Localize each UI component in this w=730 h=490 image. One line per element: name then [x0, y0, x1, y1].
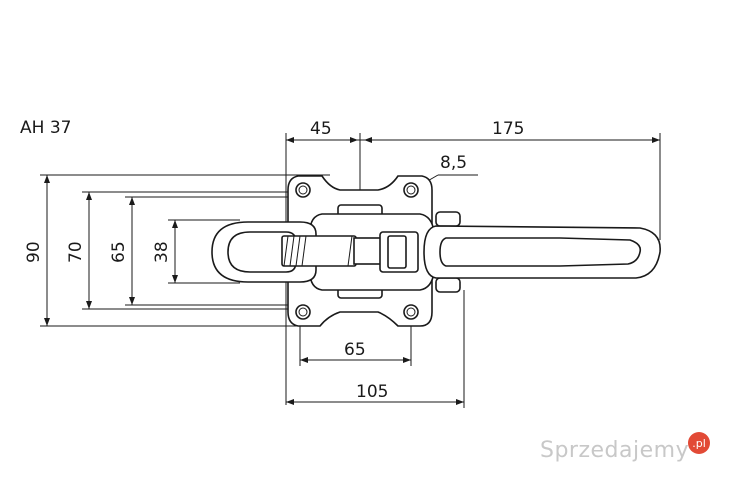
watermark-badge: .pl	[688, 432, 710, 454]
dim-65-horizontal: 65	[344, 340, 366, 360]
watermark-text: Sprzedajemy	[540, 438, 690, 463]
dim-90: 90	[24, 241, 44, 263]
bottom-dimensions: 65 105	[286, 290, 465, 408]
dim-38: 38	[152, 241, 172, 263]
latch-part	[211, 175, 661, 327]
dim-175: 175	[492, 119, 524, 139]
dim-45: 45	[310, 119, 332, 139]
dim-65-vertical: 65	[109, 241, 129, 263]
dim-105: 105	[356, 382, 388, 402]
dim-70: 70	[66, 241, 86, 263]
model-label: AH 37	[20, 118, 71, 138]
left-dimensions: 90 70 65 38	[24, 174, 360, 327]
dim-8-5: 8,5	[440, 153, 467, 173]
